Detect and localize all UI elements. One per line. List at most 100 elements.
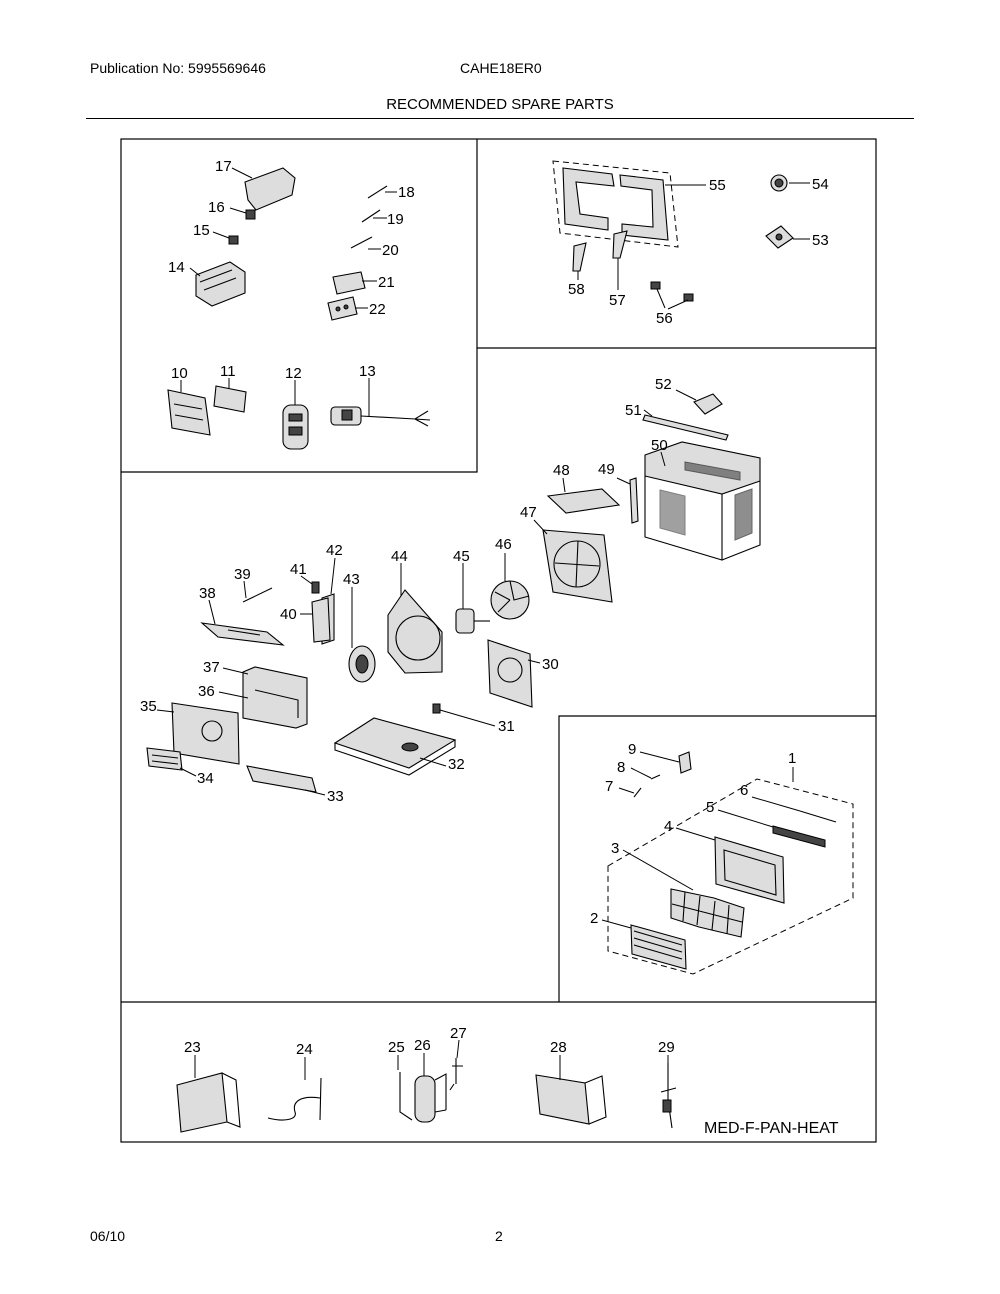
part-58-bracket: [572, 242, 587, 280]
part-6-rod: [751, 796, 837, 823]
callout-46: 46: [495, 536, 512, 553]
callout-39: 39: [234, 566, 251, 583]
part-1-front-kit: [607, 767, 854, 975]
callout-29: 29: [658, 1039, 675, 1056]
part-53-plate: [765, 225, 810, 249]
publication-number: Publication No: 5995569646: [90, 60, 266, 76]
callout-17: 17: [215, 158, 232, 175]
part-57-bracket: [612, 230, 628, 290]
callout-54: 54: [812, 176, 829, 193]
part-18-wire: [367, 185, 397, 199]
callout-2: 2: [590, 910, 598, 927]
part-3-filter: [622, 849, 745, 938]
callout-26: 26: [414, 1037, 431, 1054]
part-29-capillary: [660, 1055, 677, 1129]
part-21-board: [332, 271, 377, 295]
callout-27: 27: [450, 1025, 467, 1042]
callout-23: 23: [184, 1039, 201, 1056]
callout-55: 55: [709, 177, 726, 194]
callout-52: 52: [655, 376, 672, 393]
part-13-power-cord: [330, 378, 431, 427]
part-36-frame: [218, 691, 249, 699]
callout-57: 57: [609, 292, 626, 309]
callout-9: 9: [628, 741, 636, 758]
part-52-plate: [675, 389, 723, 415]
callout-45: 45: [453, 548, 470, 565]
callout-56: 56: [656, 310, 673, 327]
callout-14: 14: [168, 259, 185, 276]
callout-5: 5: [706, 799, 714, 816]
part-38-panel: [200, 599, 285, 646]
callout-3: 3: [611, 840, 619, 857]
callout-35: 35: [140, 698, 157, 715]
callout-44: 44: [391, 548, 408, 565]
part-15-clip: [212, 231, 239, 245]
part-37-grille: [222, 666, 308, 729]
part-9-bracket: [639, 751, 692, 774]
callout-47: 47: [520, 504, 537, 521]
callout-42: 42: [326, 542, 343, 559]
part-12-remote-control: [282, 380, 309, 450]
part-7-screw: [618, 787, 642, 798]
part-14-bracket: [189, 261, 246, 307]
callout-20: 20: [382, 242, 399, 259]
callout-31: 31: [498, 718, 515, 735]
callout-22: 22: [369, 301, 386, 318]
callout-38: 38: [199, 585, 216, 602]
callout-13: 13: [359, 363, 376, 380]
callout-6: 6: [740, 782, 748, 799]
callout-40: 40: [280, 606, 297, 623]
section-divider-top-left: [121, 348, 478, 473]
model-number: CAHE18ER0: [460, 60, 542, 76]
callout-53: 53: [812, 232, 829, 249]
callout-28: 28: [550, 1039, 567, 1056]
part-22-board: [327, 296, 368, 321]
callout-43: 43: [343, 571, 360, 588]
footer-date: 06/10: [90, 1228, 126, 1244]
section-divider-filter: [558, 715, 876, 1002]
part-55-curtain-kit: [552, 160, 706, 248]
part-47-shroud: [533, 519, 613, 603]
callout-25: 25: [388, 1039, 405, 1056]
callout-15: 15: [193, 222, 210, 239]
callout-19: 19: [387, 211, 404, 228]
callout-32: 32: [448, 756, 465, 773]
part-39-rod: [242, 580, 273, 603]
callout-51: 51: [625, 402, 642, 419]
part-50-cabinet: [644, 441, 761, 561]
part-41-thermistor: [300, 575, 320, 594]
callout-24: 24: [296, 1041, 313, 1058]
callout-7: 7: [605, 778, 613, 795]
part-35-front-panel: [156, 702, 240, 765]
callout-41: 41: [290, 561, 307, 578]
part-43-fan: [348, 587, 376, 683]
part-48-tray: [546, 477, 621, 514]
part-26-compressor: [414, 1053, 447, 1123]
callout-16: 16: [208, 199, 225, 216]
part-45-motor: [455, 563, 490, 634]
part-32-base-pan: [333, 717, 457, 776]
part-5-louver: [717, 809, 826, 848]
part-16-clip: [229, 207, 256, 220]
callout-11: 11: [220, 363, 236, 380]
diagram-frame: [120, 138, 877, 1143]
part-20-wire: [350, 236, 381, 250]
callout-8: 8: [617, 759, 625, 776]
part-33-cover: [246, 765, 326, 796]
part-24-sensor: [267, 1057, 322, 1121]
part-44-fan-housing: [387, 563, 443, 674]
callout-37: 37: [203, 659, 220, 676]
callout-10: 10: [171, 365, 188, 382]
callout-33: 33: [327, 788, 344, 805]
part-2-front-grille: [601, 919, 687, 970]
part-17-cover: [231, 167, 296, 211]
callout-58: 58: [568, 281, 585, 298]
callout-48: 48: [553, 462, 570, 479]
part-51-rail: [642, 409, 729, 441]
callout-49: 49: [598, 461, 615, 478]
header-rule: [86, 118, 914, 119]
footer-page-number: 2: [495, 1228, 503, 1244]
callout-18: 18: [398, 184, 415, 201]
part-34-vent: [146, 747, 197, 777]
part-56-clips: [650, 281, 694, 310]
